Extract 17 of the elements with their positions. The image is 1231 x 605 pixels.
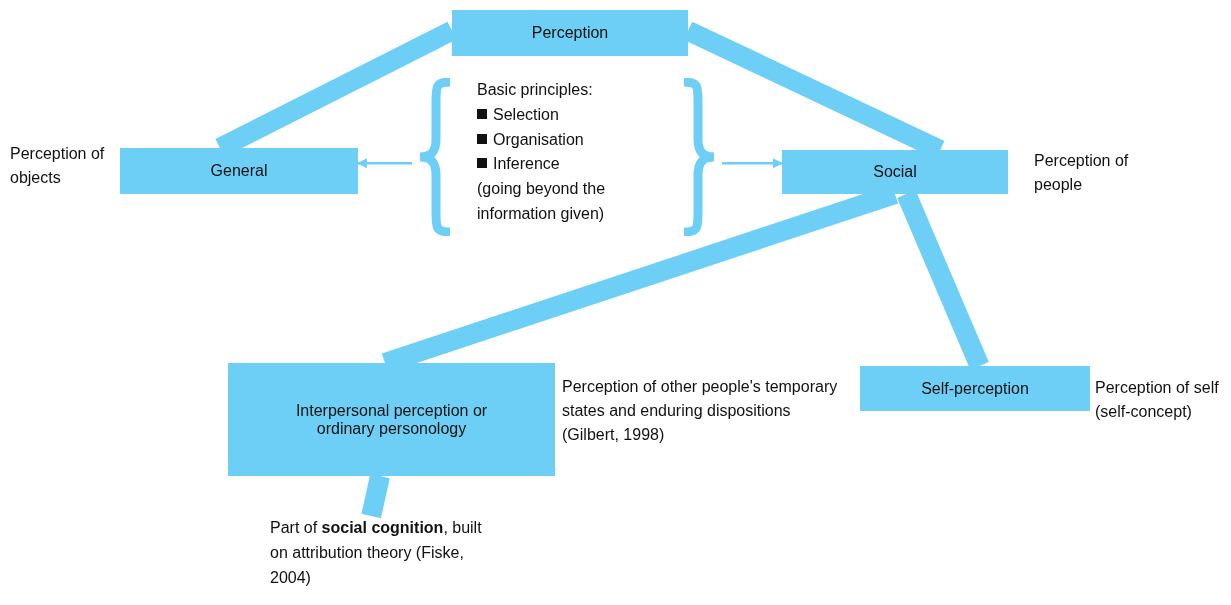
note-text: (going beyond the information given) — [477, 179, 607, 224]
list-item: Selection — [493, 105, 559, 123]
node-caption: Perception of other people's temporary states and enduring dispositions (Gilbert, 1998) — [562, 377, 839, 445]
list-item: Organisation — [493, 130, 584, 148]
note-text: Basic principles: — [477, 80, 594, 100]
node-caption: Perception of self (self-concept) — [1095, 378, 1220, 422]
node-caption: Perception of people — [1034, 151, 1130, 195]
arrow — [357, 158, 412, 169]
note-text: Part of social cognition, built on attribution theory (Fiske, 2004) — [270, 518, 483, 588]
concept-box: Interpersonal perception or ordinary personology — [228, 363, 555, 476]
concept-box: General — [120, 148, 358, 194]
list-item: Inference — [493, 155, 560, 173]
node-caption: Perception of objects — [10, 144, 106, 188]
concept-box: Perception — [452, 10, 688, 56]
concept-box: Social — [782, 150, 1008, 194]
concept-box: Self-perception — [860, 366, 1090, 411]
arrow — [722, 158, 783, 169]
